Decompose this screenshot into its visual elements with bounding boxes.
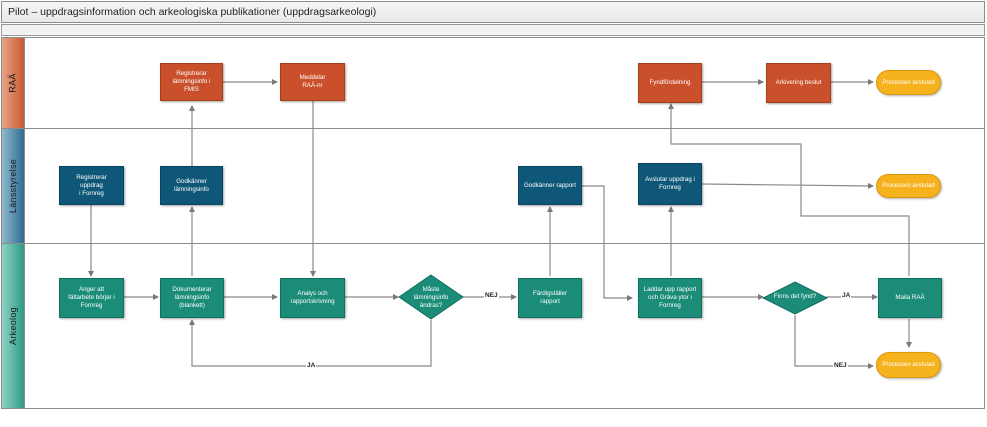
lane-arkeolog: [1, 243, 985, 409]
node-arkivering: Arkivering beslut: [766, 63, 831, 103]
edge-godkanner-laddar: [582, 185, 633, 301]
edge-label-ja-finns: JA: [841, 292, 852, 299]
diagram-title-bar: Pilot – uppdragsinformation och arkeolog…: [1, 1, 985, 23]
node-end-lansstyrelse: Processen avslutad: [876, 174, 941, 198]
edge-label-nej-maste: NEJ: [484, 292, 499, 299]
decision-finns-label: Finns det fynd?: [773, 293, 817, 300]
node-godkanner-rapport: Godkänner rapport: [518, 166, 582, 205]
edge-maila-fynd: [668, 103, 910, 276]
edge-label-nej-finns: NEJ: [833, 362, 848, 369]
decision-finns: [761, 281, 829, 315]
edge-finns-end: [794, 315, 874, 369]
decision-maste: [398, 274, 464, 320]
node-maila-raa: Maila RAÄ: [878, 278, 942, 318]
header-strip: [1, 24, 985, 36]
edge-avslutar-end: [701, 182, 874, 189]
node-fyndfordelning: Fyndfördelning: [638, 63, 702, 103]
edge-maste-dokumenterar: [189, 319, 432, 367]
lane-header-arkeolog: Arkeolog: [1, 243, 25, 409]
node-end-arkeolog: Processen avslutad: [876, 352, 941, 378]
edge-label-ja-maste: JA: [306, 362, 317, 369]
node-end-raa: Processen avslutad: [876, 70, 941, 95]
diagram-title: Pilot – uppdragsinformation och arkeolog…: [8, 6, 377, 18]
